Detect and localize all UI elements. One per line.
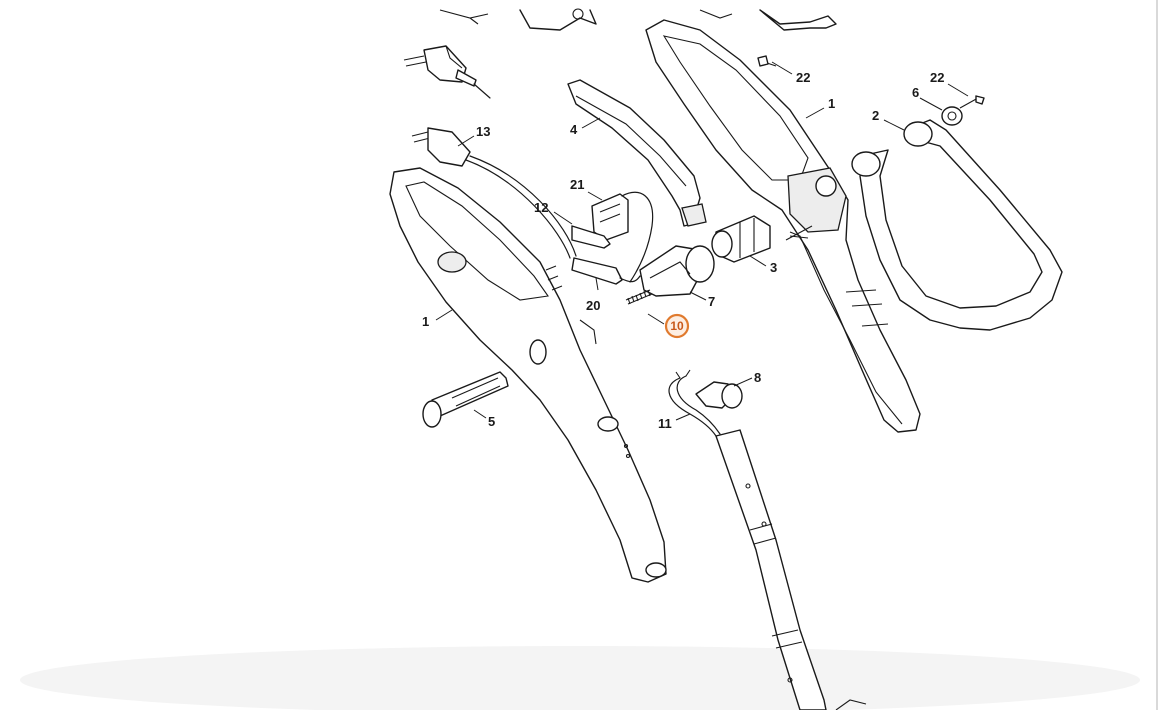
part-12-connector xyxy=(571,225,611,249)
callout-22-top: 22 xyxy=(796,70,810,85)
callout-8: 8 xyxy=(754,370,761,385)
part-10-spring xyxy=(625,289,653,305)
power-plug-upper xyxy=(403,45,491,99)
part-22-screw-top xyxy=(757,55,777,67)
part-3-bushing xyxy=(711,215,771,263)
part-13-plug-cable xyxy=(411,127,577,259)
part-1-right-handle-shell xyxy=(645,19,921,433)
callout-13: 13 xyxy=(476,124,490,139)
callout-21: 21 xyxy=(570,177,584,192)
part-8-button xyxy=(695,381,743,409)
part-5-pin xyxy=(422,371,509,428)
floor-shadow xyxy=(20,646,1140,710)
callout-7: 7 xyxy=(708,294,715,309)
leader-lines xyxy=(435,61,969,421)
callout-1-left: 1 xyxy=(422,314,429,329)
callout-11: 11 xyxy=(658,416,672,431)
part-20-cable-sleeve xyxy=(571,257,641,285)
callout-1-right: 1 xyxy=(828,96,835,111)
part-1-left-handle-shell xyxy=(389,167,667,583)
part-4-trigger-cover xyxy=(567,79,707,227)
callout-6: 6 xyxy=(912,85,919,100)
callout-3: 3 xyxy=(770,260,777,275)
callout-10-highlighted[interactable]: 10 xyxy=(664,313,690,339)
part-6-washer xyxy=(941,106,963,126)
callout-20: 20 xyxy=(586,298,600,313)
part-7-switch-button xyxy=(639,245,715,297)
shaft-tube xyxy=(715,429,867,710)
part-21-switch xyxy=(591,191,654,283)
callout-12: 12 xyxy=(534,200,548,215)
callout-2: 2 xyxy=(872,108,879,123)
top-cropped-parts xyxy=(439,8,837,31)
callout-10-label: 10 xyxy=(670,319,684,333)
part-2-loop-handle xyxy=(851,119,1063,331)
callout-4: 4 xyxy=(570,122,578,137)
callout-22-right: 22 xyxy=(930,70,944,85)
part-22-screw-right xyxy=(959,95,985,109)
callout-5: 5 xyxy=(488,414,495,429)
